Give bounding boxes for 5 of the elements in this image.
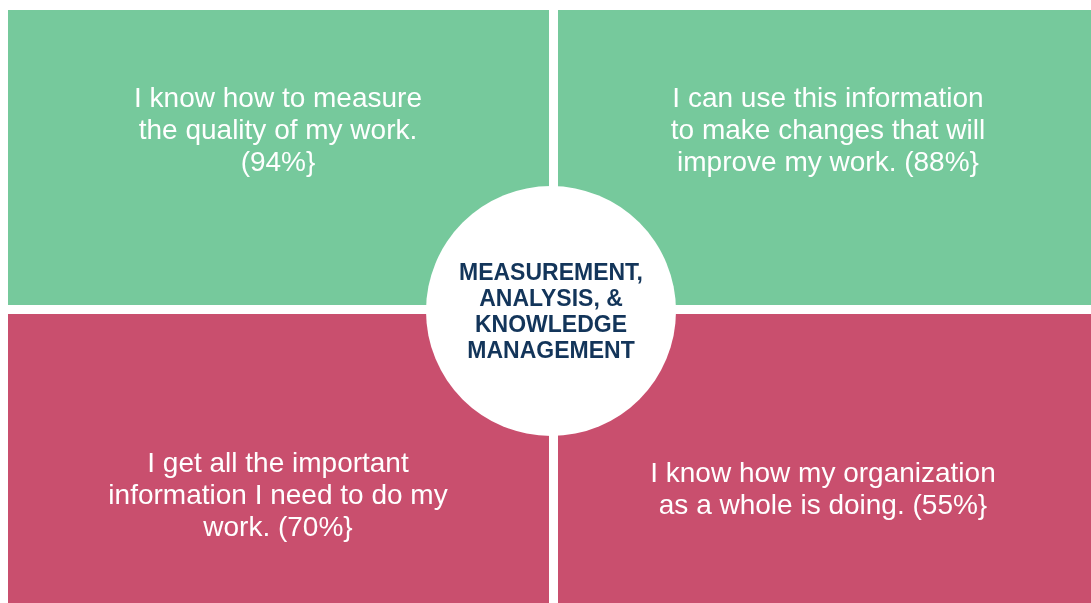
center-title: MEASUREMENT, ANALYSIS, & KNOWLEDGE MANAGEMENT	[458, 259, 644, 363]
statement-text: I know how my organization as a whole is doing. (55%}	[649, 457, 997, 521]
statement-text: I know how to measure the quality of my work. (94%}	[133, 82, 423, 178]
statement-text: I get all the important information I need to do my work. (70%}	[107, 447, 449, 543]
statement-text: I can use this information to make changes that will improve my work. (88%}	[669, 82, 987, 178]
